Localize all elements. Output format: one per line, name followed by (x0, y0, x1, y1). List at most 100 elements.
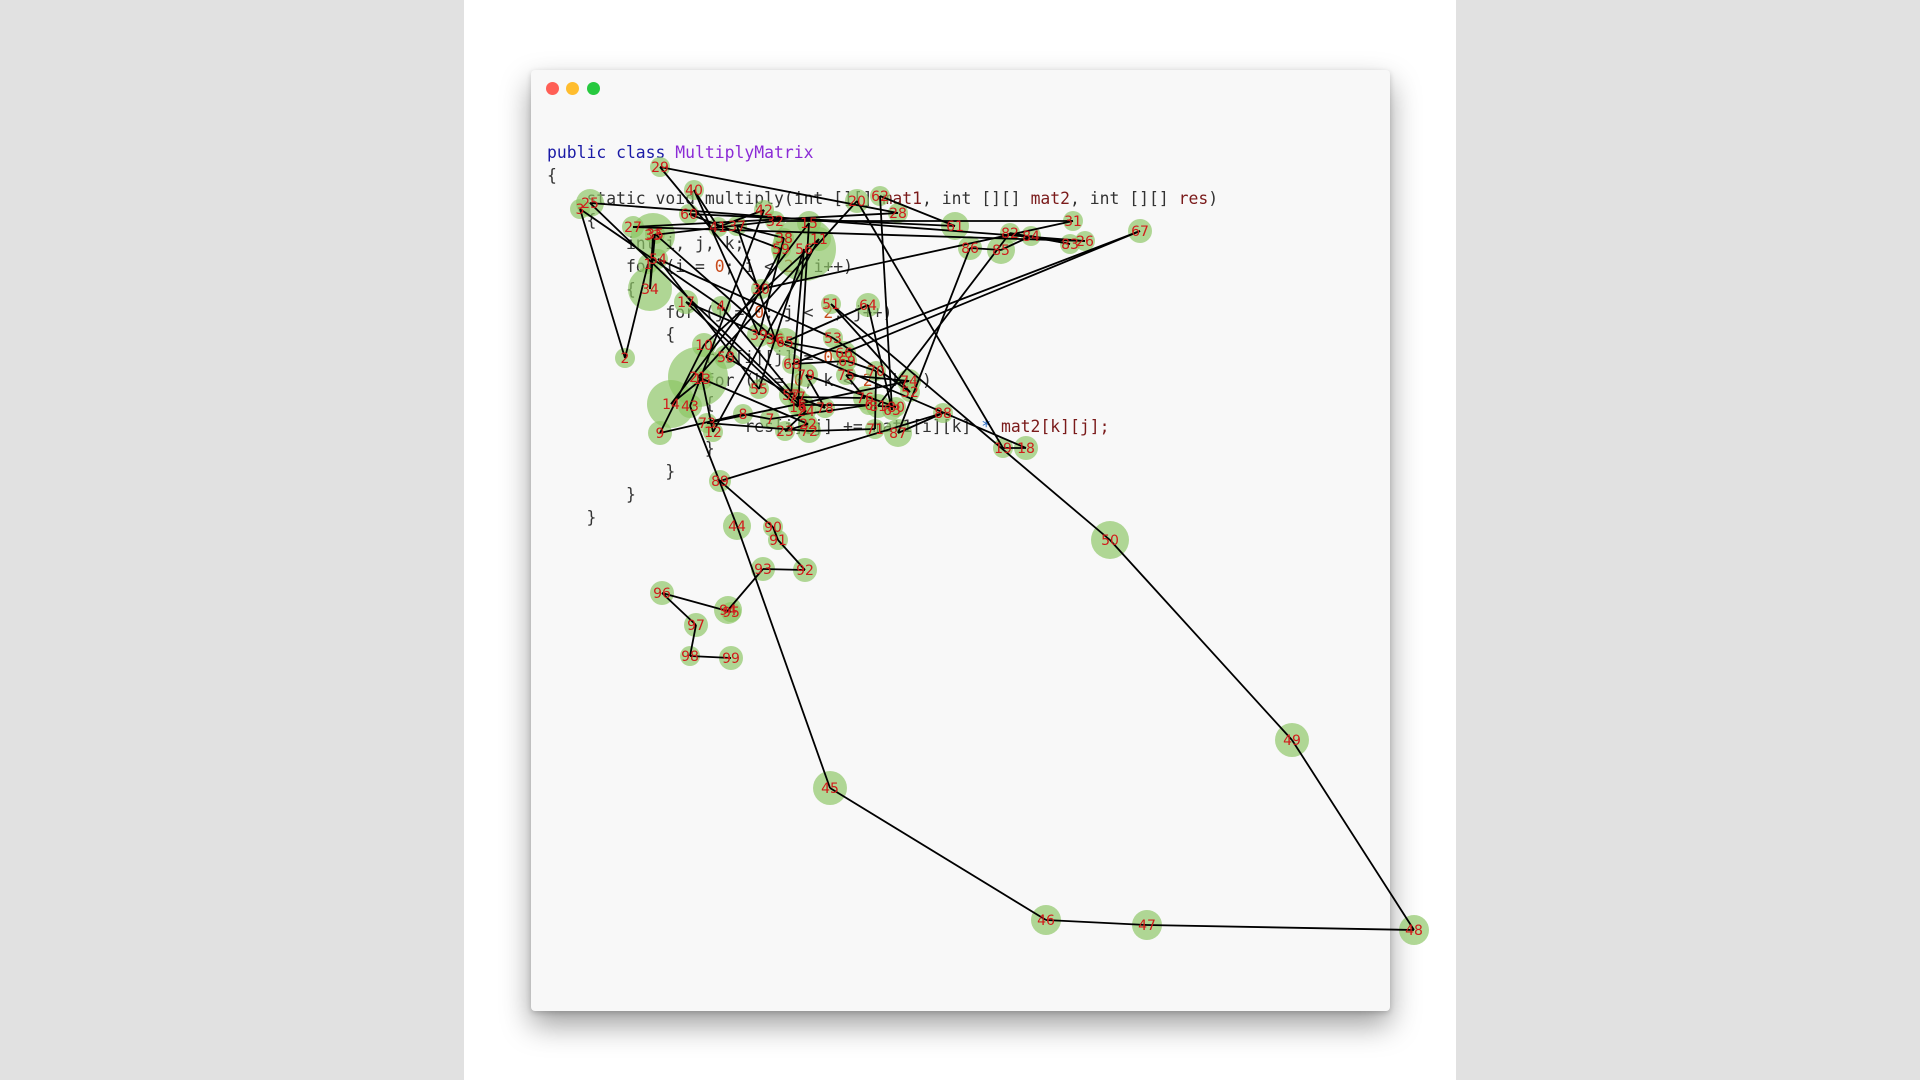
zoom-window-button[interactable] (587, 82, 600, 95)
fixation-label: 63 (883, 403, 901, 419)
fixation-label: 38 (775, 231, 793, 247)
fixation-label: 3 (576, 202, 585, 218)
fixation-label: 23 (776, 424, 794, 440)
fixation-label: 77 (788, 390, 806, 406)
fixation-label: 14 (662, 397, 680, 413)
code-token: ; i < (724, 256, 784, 276)
scanpath-segment (796, 396, 866, 399)
fixation-label: 65 (776, 335, 794, 351)
fixation-label: 2 (621, 351, 630, 367)
minimize-window-button[interactable] (566, 82, 579, 95)
scanpath-segment (1109, 539, 1293, 741)
code-token: public class (547, 143, 676, 162)
fixation-label: 74 (900, 374, 918, 390)
fixation-label: 87 (889, 426, 907, 442)
fixation-label: 44 (728, 519, 746, 535)
fixation-label: 50 (1101, 533, 1119, 549)
code-token: { (547, 211, 597, 231)
scanpath-segment (661, 592, 697, 626)
fixation-label: 59 (772, 242, 790, 258)
close-window-button[interactable] (546, 82, 559, 95)
fixation-label: 81 (869, 399, 887, 415)
code-line: } (547, 484, 1218, 507)
code-line: { (547, 324, 1218, 347)
fixation-label: 12 (704, 425, 722, 441)
scanpath-segment (688, 213, 956, 227)
fixation-label: 57 (782, 388, 800, 404)
fixation-label: 58 (717, 350, 735, 366)
scanpath-segment (772, 526, 779, 541)
fixation-label: 94 (719, 603, 737, 619)
code-token: 0 (823, 348, 834, 368)
fixation-label: 66 (835, 346, 853, 362)
scanpath-segment (632, 212, 899, 228)
code-line: } (547, 507, 1218, 530)
scanpath-segment (689, 624, 697, 657)
fixation-label: 16 (789, 400, 807, 416)
code-token: mat2[k][j]; (991, 416, 1110, 436)
fixation-label: 89 (711, 474, 729, 490)
fixation-label: 26 (1076, 234, 1094, 250)
fixation-label: 79 (797, 368, 815, 384)
scanpath-segment (579, 208, 722, 307)
code-line: { (547, 210, 1218, 233)
scanpath-segment (879, 195, 956, 227)
code-line: } (547, 438, 1218, 461)
fixation-label: 86 (961, 241, 979, 257)
scanpath-segment (659, 166, 899, 214)
fixation-label: 28 (889, 206, 907, 222)
fixation-label: 76 (856, 391, 874, 407)
fixation-label: 11 (810, 232, 828, 248)
scanpath-segment (697, 376, 809, 425)
scanpath-segment (760, 220, 1074, 290)
fixation-label: 10 (695, 338, 713, 354)
scanpath-segment (1291, 739, 1415, 931)
scanpath-segment (784, 410, 807, 432)
scanpath-segment (670, 378, 703, 405)
fixation-label: 6 (865, 398, 874, 414)
scanpath-segment (777, 539, 806, 571)
scanpath-segment (856, 200, 1004, 449)
fixation-label: 88 (934, 406, 952, 422)
fixation-label: 56 (795, 242, 813, 258)
fixation-label: 21 (689, 370, 707, 386)
code-token: { (547, 325, 676, 345)
fixation-label: 47 (1138, 918, 1156, 934)
scanpath-segment (769, 404, 870, 420)
fixation-label: 39 (750, 328, 768, 344)
fixation-label: 42 (755, 203, 773, 219)
scanpath-segment (657, 258, 834, 339)
code-token: ) (1208, 188, 1219, 208)
scanpath-segment (797, 222, 810, 408)
fixation-label: 48 (1405, 923, 1423, 939)
scanpath-segment (719, 412, 944, 482)
scanpath-segment (670, 222, 810, 405)
fixation-label: 31 (1064, 214, 1082, 230)
fixation-label: 37 (728, 219, 746, 235)
fixation-label: 30 (752, 282, 770, 298)
fixation-label: 18 (1017, 441, 1035, 457)
fixation-label: 7 (766, 412, 775, 428)
fixation-label: 75 (837, 368, 855, 384)
code-token: MultiplyMatrix (675, 143, 814, 162)
scanpath-segment (654, 233, 776, 340)
fixation-label: 61 (946, 219, 964, 235)
fixation-label: 78 (816, 401, 834, 417)
fixation-label: 69 (838, 354, 856, 370)
fixation-label: 35 (646, 227, 664, 243)
scanpath-segment (969, 247, 1002, 251)
scanpath-segment (688, 213, 782, 250)
scanpath-segment (796, 396, 826, 409)
fixation-label: 96 (653, 586, 671, 602)
fixation-label: 97 (687, 618, 705, 634)
fixation-label: 62 (871, 189, 889, 205)
scanpath-segment (897, 247, 971, 434)
code-token: } (547, 439, 715, 459)
scanpath-segment (758, 237, 785, 336)
fixation-label: 92 (796, 563, 814, 579)
scanpath-segment (791, 360, 848, 365)
code-line: } (547, 461, 1218, 484)
scanpath-segment (1000, 235, 1032, 251)
scanpath-segment (706, 422, 810, 432)
